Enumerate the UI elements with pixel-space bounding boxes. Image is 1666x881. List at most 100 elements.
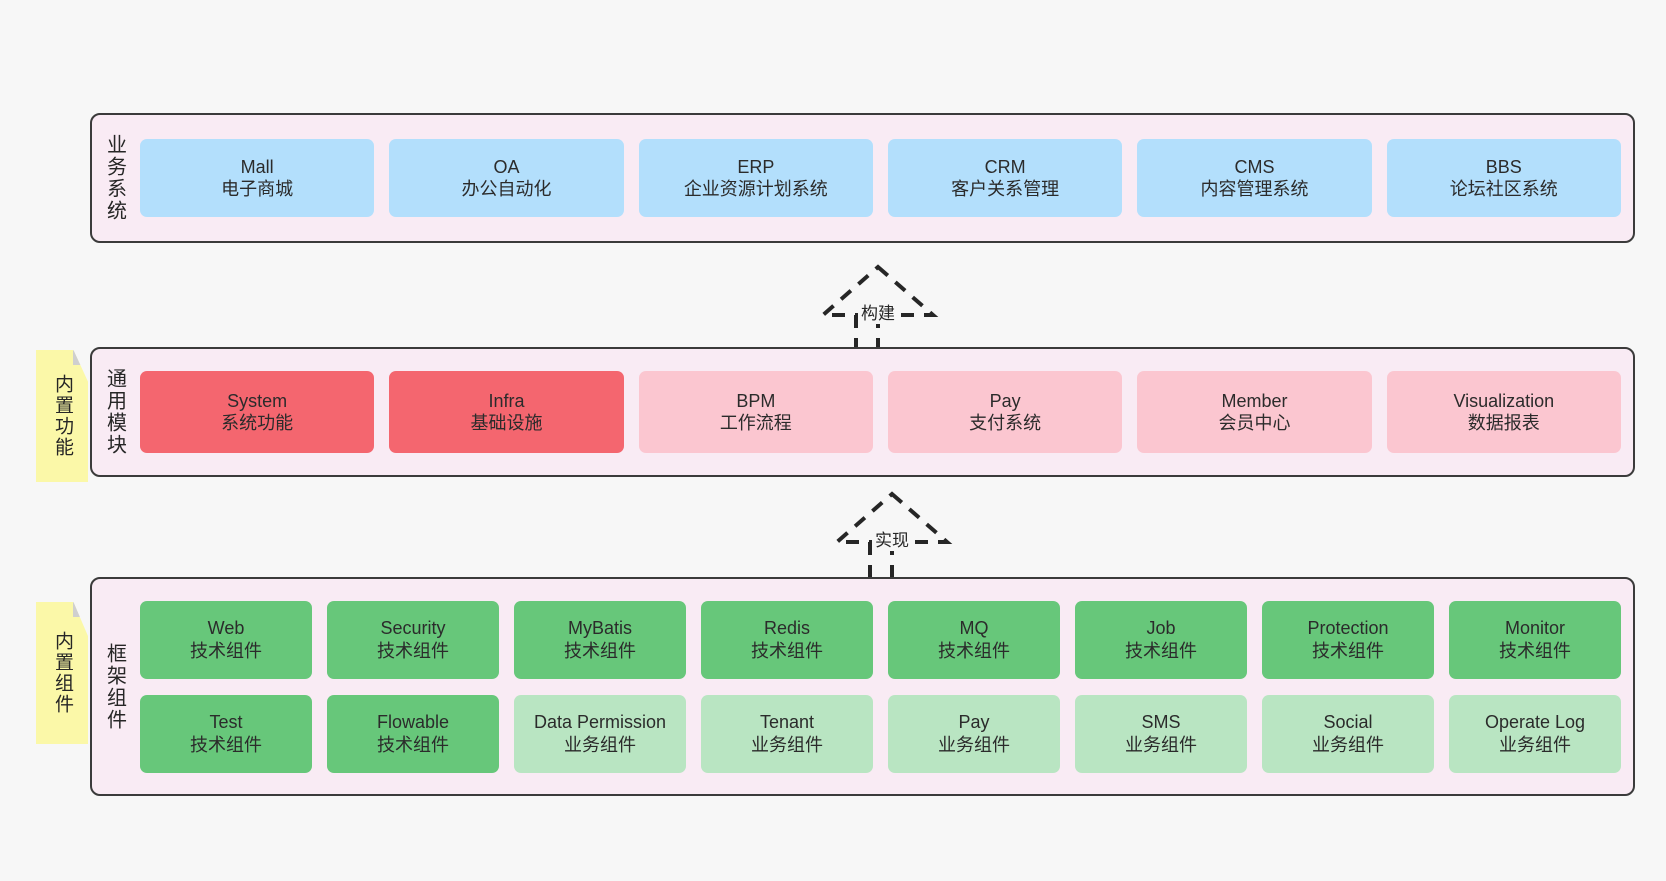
component-data-permission-en: Data Permission — [533, 712, 667, 732]
module-pay-en: Pay — [989, 390, 1021, 411]
component-pay-cn: 业务组件 — [938, 734, 1010, 755]
module-visualization-cn: 数据报表 — [1467, 413, 1540, 433]
module-bpm[interactable]: BPM 工作流程 — [638, 371, 873, 453]
component-redis[interactable]: Redis 技术组件 — [701, 600, 873, 679]
component-sms-cn: 业务组件 — [1125, 734, 1197, 755]
component-mybatis-en: MyBatis — [567, 618, 632, 638]
layer-title-common: 通用模块 — [103, 368, 126, 456]
component-pay-en: Pay — [958, 712, 990, 732]
module-visualization[interactable]: Visualization 数据报表 — [1386, 371, 1621, 453]
business-row: Mall 电子商城 OA 办公自动化 ERP 企业资源计划系统 CRM 客户关系… — [140, 139, 1621, 217]
component-test-cn: 技术组件 — [190, 734, 262, 755]
component-pay[interactable]: Pay 业务组件 — [888, 694, 1060, 773]
component-social-en: Social — [1323, 712, 1373, 732]
layer-title-framework: 框架组件 — [103, 642, 126, 731]
module-crm-en: CRM — [984, 156, 1026, 177]
component-mq-en: MQ — [959, 618, 989, 638]
layer-body-business: Mall 电子商城 OA 办公自动化 ERP 企业资源计划系统 CRM 客户关系… — [136, 115, 1633, 241]
component-social-cn: 业务组件 — [1312, 734, 1384, 755]
module-bpm-cn: 工作流程 — [719, 413, 792, 433]
module-oa-en: OA — [493, 156, 520, 177]
module-oa-cn: 办公自动化 — [461, 179, 552, 199]
module-mall-en: Mall — [240, 156, 274, 177]
module-system-en: System — [227, 390, 288, 411]
connector-build: 构建 — [793, 263, 963, 359]
layer-common-module: 通用模块 System 系统功能 Infra 基础设施 BPM 工作流程 Pay… — [90, 347, 1635, 477]
layer-framework-component: 框架组件 Web 技术组件 Security 技术组件 MyBatis 技术组件… — [90, 577, 1635, 796]
module-visualization-en: Visualization — [1453, 390, 1555, 411]
module-mall-cn: 电子商城 — [221, 179, 294, 199]
component-security-en: Security — [380, 618, 446, 638]
module-member[interactable]: Member 会员中心 — [1137, 371, 1372, 453]
component-mq[interactable]: MQ 技术组件 — [888, 600, 1060, 679]
component-protection-cn: 技术组件 — [1312, 640, 1384, 661]
module-oa[interactable]: OA 办公自动化 — [389, 139, 624, 217]
module-cms[interactable]: CMS 内容管理系统 — [1137, 139, 1372, 217]
component-flowable-en: Flowable — [376, 712, 450, 732]
component-web-cn: 技术组件 — [190, 640, 262, 661]
component-monitor-cn: 技术组件 — [1499, 640, 1571, 661]
note-builtin-component-label: 内置组件 — [51, 631, 73, 715]
component-protection[interactable]: Protection 技术组件 — [1262, 600, 1434, 679]
module-crm[interactable]: CRM 客户关系管理 — [887, 139, 1123, 217]
module-crm-cn: 客户关系管理 — [951, 179, 1060, 199]
component-monitor-en: Monitor — [1504, 618, 1566, 638]
module-member-en: Member — [1221, 390, 1288, 411]
connector-build-label: 构建 — [858, 299, 898, 324]
component-mybatis-cn: 技术组件 — [564, 640, 636, 661]
module-erp[interactable]: ERP 企业资源计划系统 — [638, 139, 873, 217]
framework-row-technical: Web 技术组件 Security 技术组件 MyBatis 技术组件 Redi… — [140, 600, 1621, 679]
component-mybatis[interactable]: MyBatis 技术组件 — [514, 600, 686, 679]
module-infra-cn: 基础设施 — [470, 413, 543, 433]
component-sms[interactable]: SMS 业务组件 — [1075, 694, 1247, 773]
layer-title-business: 业务系统 — [103, 134, 126, 222]
module-bpm-en: BPM — [736, 390, 776, 411]
component-sms-en: SMS — [1141, 712, 1181, 732]
layer-business-system: 业务系统 Mall 电子商城 OA 办公自动化 ERP 企业资源计划系统 CRM… — [90, 113, 1635, 243]
module-erp-en: ERP — [737, 156, 775, 177]
component-social[interactable]: Social 业务组件 — [1262, 694, 1434, 773]
module-pay[interactable]: Pay 支付系统 — [887, 371, 1123, 453]
module-system[interactable]: System 系统功能 — [140, 371, 375, 453]
component-redis-cn: 技术组件 — [751, 640, 823, 661]
module-member-cn: 会员中心 — [1218, 413, 1291, 433]
module-pay-cn: 支付系统 — [969, 413, 1042, 433]
component-job-cn: 技术组件 — [1125, 640, 1197, 661]
component-flowable[interactable]: Flowable 技术组件 — [327, 694, 499, 773]
common-row: System 系统功能 Infra 基础设施 BPM 工作流程 Pay 支付系统… — [140, 371, 1621, 453]
component-web-en: Web — [207, 618, 245, 638]
module-bbs[interactable]: BBS 论坛社区系统 — [1386, 139, 1621, 217]
note-fold-icon — [73, 350, 88, 365]
component-flowable-cn: 技术组件 — [377, 734, 449, 755]
module-cms-en: CMS — [1234, 156, 1275, 177]
component-security[interactable]: Security 技术组件 — [327, 600, 499, 679]
component-security-cn: 技术组件 — [377, 640, 449, 661]
component-redis-en: Redis — [763, 618, 811, 638]
framework-row-business: Test 技术组件 Flowable 技术组件 Data Permission … — [140, 694, 1621, 773]
layer-body-framework: Web 技术组件 Security 技术组件 MyBatis 技术组件 Redi… — [136, 579, 1633, 794]
connector-implement: 实现 — [807, 490, 977, 586]
component-web[interactable]: Web 技术组件 — [140, 600, 312, 679]
component-job[interactable]: Job 技术组件 — [1075, 600, 1247, 679]
component-test-en: Test — [209, 712, 243, 732]
module-erp-cn: 企业资源计划系统 — [683, 179, 828, 199]
component-test[interactable]: Test 技术组件 — [140, 694, 312, 773]
module-bbs-cn: 论坛社区系统 — [1449, 179, 1558, 199]
module-infra-en: Infra — [488, 390, 525, 411]
module-mall[interactable]: Mall 电子商城 — [140, 139, 375, 217]
component-job-en: Job — [1146, 618, 1176, 638]
component-tenant-cn: 业务组件 — [751, 734, 823, 755]
note-builtin-component: 内置组件 — [36, 602, 88, 744]
note-builtin-function-label: 内置功能 — [51, 374, 73, 458]
component-monitor[interactable]: Monitor 技术组件 — [1449, 600, 1621, 679]
component-tenant-en: Tenant — [759, 712, 815, 732]
component-tenant[interactable]: Tenant 业务组件 — [701, 694, 873, 773]
module-cms-cn: 内容管理系统 — [1200, 179, 1309, 199]
component-mq-cn: 技术组件 — [938, 640, 1010, 661]
component-operate-log[interactable]: Operate Log 业务组件 — [1449, 694, 1621, 773]
component-data-permission[interactable]: Data Permission 业务组件 — [514, 694, 686, 773]
layer-body-common: System 系统功能 Infra 基础设施 BPM 工作流程 Pay 支付系统… — [136, 349, 1633, 475]
module-infra[interactable]: Infra 基础设施 — [389, 371, 624, 453]
connector-implement-label: 实现 — [872, 526, 912, 551]
